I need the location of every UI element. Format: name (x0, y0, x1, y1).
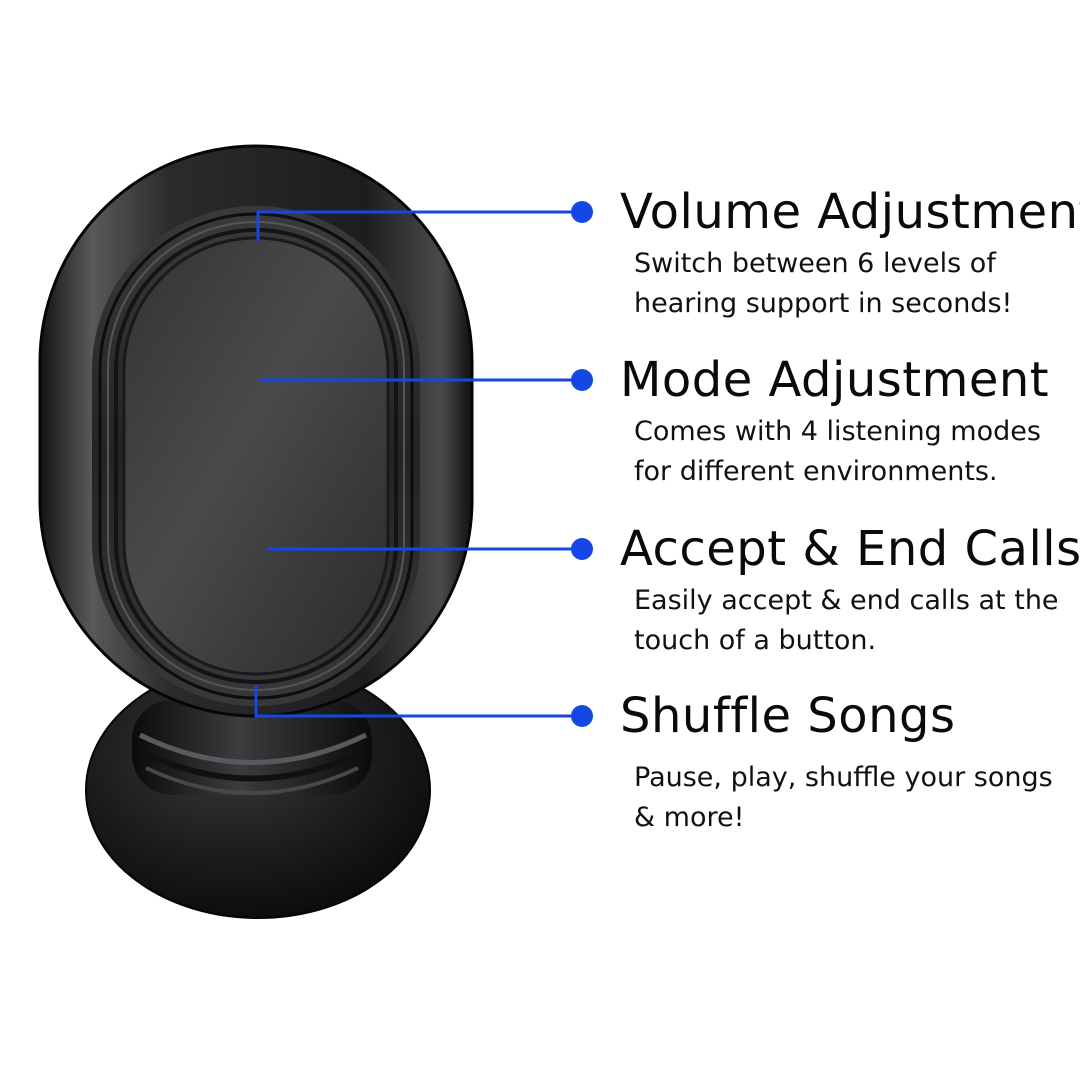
feature-description: Comes with 4 listening modes for differe… (634, 412, 1075, 492)
feature-description: Pause, play, shuffle your songs & more! (634, 758, 1075, 838)
description-line: hearing support in seconds! (634, 288, 1013, 319)
description-line: Easily accept & end calls at the (634, 585, 1059, 616)
feature-title: Mode Adjustment (620, 352, 1050, 408)
feature-title: Accept & End Calls (620, 521, 1080, 577)
callout-line-volume (256, 210, 582, 241)
description-line: for different environments. (634, 456, 998, 487)
description-line: Switch between 6 levels of (634, 248, 996, 279)
description-line: Pause, play, shuffle your songs (634, 762, 1053, 793)
feature-description: Switch between 6 levels of hearing suppo… (634, 244, 1075, 324)
nozzle-rings (132, 700, 372, 795)
feature-calls: Accept & End Calls Easily accept & end c… (620, 521, 1080, 661)
callout-dot-volume (571, 201, 593, 223)
feature-title: Shuffle Songs (620, 688, 956, 744)
callout-dot-shuffle (571, 705, 593, 727)
description-line: Comes with 4 listening modes (634, 416, 1041, 447)
callout-lines (254, 201, 593, 727)
callout-dot-calls (571, 538, 593, 560)
description-line: touch of a button. (634, 625, 877, 656)
feature-mode: Mode Adjustment Comes with 4 listening m… (620, 352, 1075, 492)
feature-description: Easily accept & end calls at the touch o… (634, 581, 1075, 661)
callout-line-shuffle (254, 685, 582, 718)
callout-dot-mode (571, 369, 593, 391)
feature-title: Volume Adjustment (620, 184, 1080, 240)
feature-volume: Volume Adjustment Switch between 6 level… (620, 184, 1080, 324)
feature-shuffle: Shuffle Songs Pause, play, shuffle your … (620, 688, 1075, 838)
touch-panel (122, 236, 390, 676)
description-line: & more! (634, 802, 745, 833)
